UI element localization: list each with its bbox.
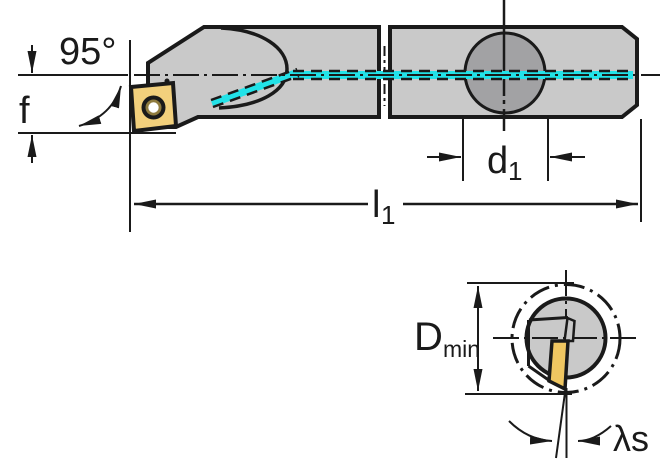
approach-angle-arc [78,85,122,127]
label-approach-angle: 95° [59,31,116,73]
label-d1: d [487,140,508,182]
pocket-top-edge [528,316,569,322]
end-view [465,270,637,459]
side-view [18,0,660,232]
lambda-arc-left [508,420,553,445]
label-d1-subscript: 1 [508,156,522,186]
indexable-insert-end [547,339,570,392]
insert-edge-extension [555,388,567,459]
lambda-arc-right [577,425,612,446]
pocket-bottom-edge [527,364,551,383]
label-dmin: D [414,315,443,359]
clamp-screw-dot [164,78,170,84]
insert-edge-sliver [563,316,576,343]
label-lambda-s: λs [613,418,649,459]
label-dmin-subscript: min [443,336,480,362]
label-f: f [19,90,30,132]
label-l1-subscript: 1 [381,200,395,230]
chip-pocket-contour [218,26,289,110]
label-l1: l [372,184,380,226]
coolant-channel-diagonal [210,69,298,108]
insert-hole-center [148,102,159,113]
drawing-root [18,0,660,459]
coolant-wall-diagonal-lower [212,74,300,109]
